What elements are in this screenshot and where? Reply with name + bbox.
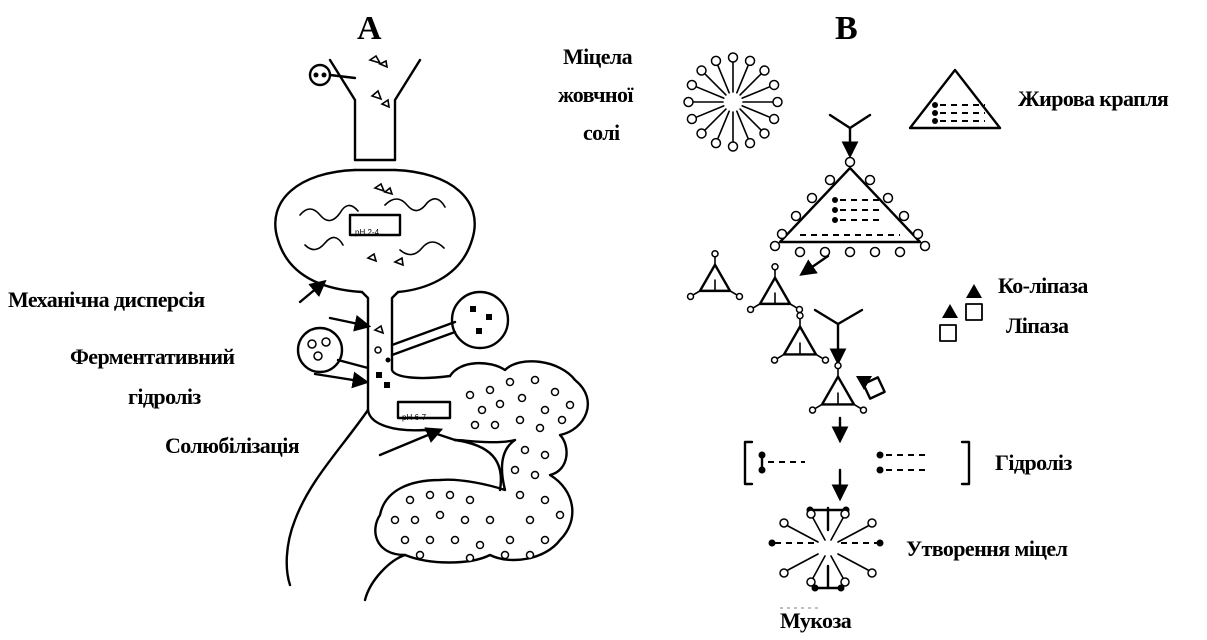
label-micelle-2: жовчної bbox=[558, 82, 633, 107]
ph-intestine-label: pH 6-7 bbox=[402, 405, 426, 430]
label-enzymatic-1: Ферментативний bbox=[70, 344, 235, 369]
emulsified-droplet bbox=[771, 158, 930, 257]
label-mechanical-dispersion: Механічна дисперсія bbox=[8, 287, 205, 312]
label-hydrolysis: Гідроліз bbox=[995, 450, 1072, 475]
arrow-solubilization bbox=[380, 430, 440, 455]
panel-a-title: A bbox=[357, 11, 382, 47]
arrow-mechanical-2 bbox=[330, 318, 368, 326]
colipase-lipase-icons bbox=[940, 284, 982, 341]
bile-salt-addition-1 bbox=[830, 115, 870, 155]
ph-stomach-label: pH 2-4 bbox=[355, 220, 379, 245]
mixed-micelle bbox=[769, 507, 884, 592]
fat-droplet-icon bbox=[910, 70, 1000, 128]
label-colipase: Ко-ліпаза bbox=[998, 273, 1088, 298]
label-solubilization: Солюбілізація bbox=[165, 433, 299, 458]
label-enzymatic-2: гідроліз bbox=[128, 384, 201, 409]
digestive-tract bbox=[275, 56, 588, 600]
label-lipase: Ліпаза bbox=[1006, 313, 1068, 338]
label-mucosa: Мукоза bbox=[780, 608, 851, 633]
small-droplets bbox=[688, 251, 829, 363]
hydrolysis-products bbox=[745, 442, 969, 484]
panel-b-title: B bbox=[835, 11, 858, 47]
label-micelle-1: Міцела bbox=[563, 44, 632, 69]
label-micelle-3: солі bbox=[583, 120, 620, 145]
arrow-enzymatic bbox=[315, 374, 366, 382]
label-fat-droplet: Жирова крапля bbox=[1018, 86, 1168, 111]
arrow-mechanical-1 bbox=[300, 282, 324, 302]
bile-salt-micelle bbox=[684, 53, 782, 151]
label-micelle-formation: Утворення міцел bbox=[906, 536, 1067, 561]
droplet-with-lipase bbox=[810, 363, 885, 413]
arrow-to-small-droplets bbox=[802, 256, 828, 274]
bile-salt-addition-2 bbox=[815, 310, 862, 362]
